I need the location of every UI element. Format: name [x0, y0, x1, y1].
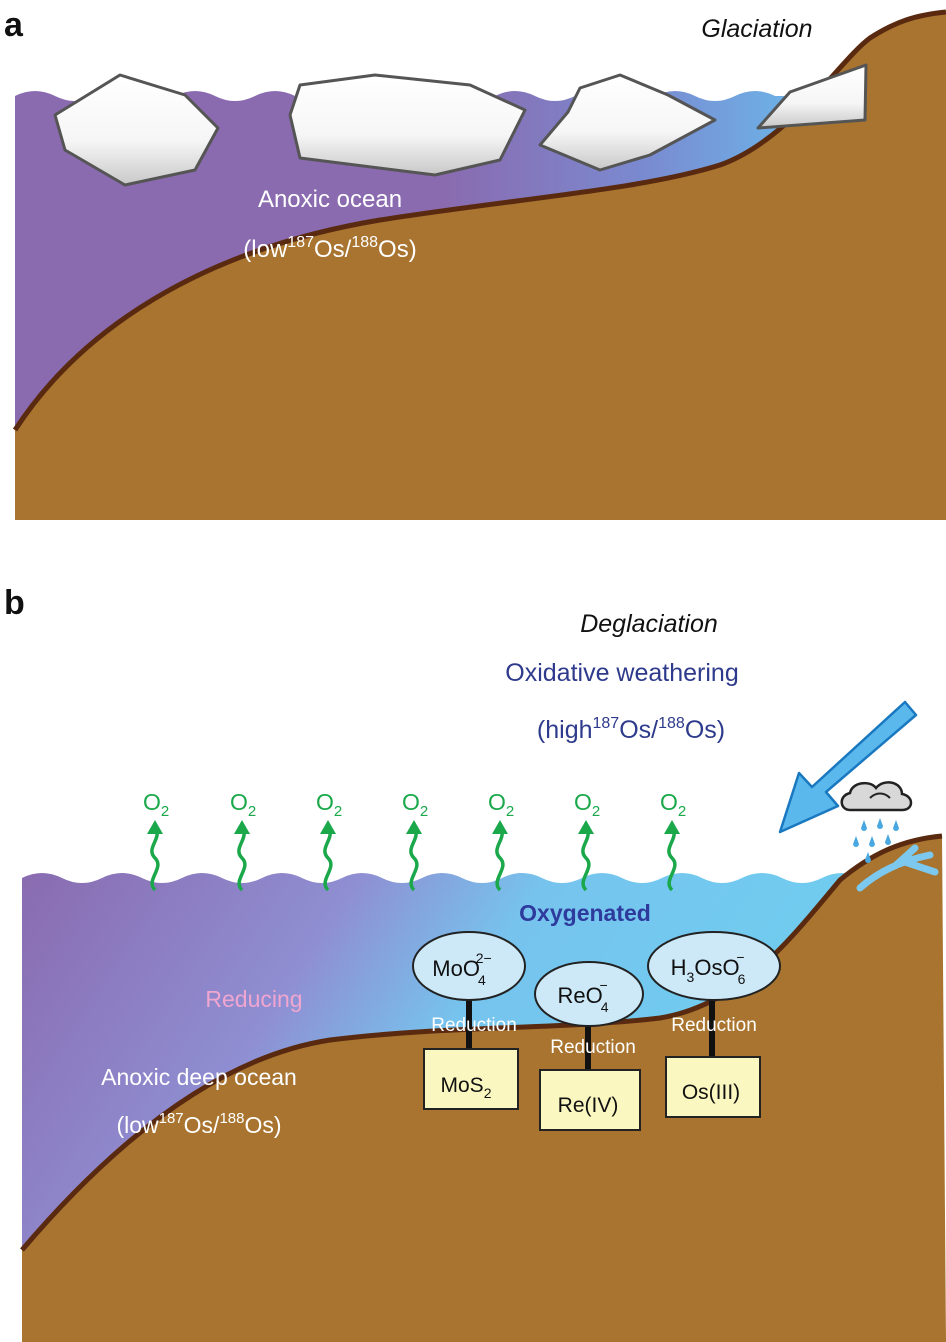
species-ellipse-reo4 [534, 961, 644, 1027]
oxygen-arrow: O2 [402, 789, 428, 892]
panel-a-title: Glaciation [701, 15, 812, 43]
oxygen-label: O2 [230, 789, 256, 820]
oxygen-arrow: O2 [230, 789, 256, 892]
sediment-a [15, 12, 946, 520]
species-molybdate: MoS2 MoO42− Reduction [412, 931, 526, 1110]
deep-ocean-label: Anoxic deep ocean [101, 1064, 297, 1090]
iceberg-3 [538, 73, 717, 172]
river-icon [856, 844, 939, 892]
low-os-ratio-b: (low187Os/188Os) [116, 1110, 281, 1138]
reduction-label-3: Reduction [671, 1015, 757, 1036]
high-os-ratio: (high187Os/188Os) [537, 715, 725, 744]
reduction-label-1: Reduction [431, 1015, 517, 1036]
oxygen-label: O2 [660, 789, 686, 820]
oxygen-arrow: O2 [316, 789, 342, 892]
iceberg-2 [288, 73, 527, 177]
oxygen-arrow: O2 [660, 789, 686, 892]
oxygenated-label: Oxygenated [519, 900, 651, 926]
sediment-edge-a [12, 9, 946, 432]
iceberg-1 [53, 73, 220, 187]
oxygen-arrow: O2 [488, 789, 514, 892]
product-mos2: MoS2 [441, 1074, 492, 1101]
panel-a: a Glaciation Anoxic ocean (low187Os/188O… [4, 6, 946, 520]
species-perrhenate: Re(IV) ReO4− Reduction [534, 961, 644, 1131]
species-reo4: ReO4− [557, 977, 608, 1015]
oxygen-label: O2 [143, 789, 169, 820]
weathering-label: Oxidative weathering [505, 659, 738, 687]
product-box-mos2 [423, 1048, 519, 1110]
rain-cloud-icon [840, 781, 913, 863]
species-ellipse-moo4 [412, 931, 526, 1001]
iceberg-4 [756, 63, 868, 130]
oxygen-arrows: O2 O2 O2 O2 O2 O2 O2 [143, 789, 686, 892]
species-moo4: MoO42− [432, 950, 491, 988]
panel-a-letter: a [4, 6, 24, 44]
reduction-label-2: Reduction [550, 1037, 636, 1058]
anoxic-ocean-label: Anoxic ocean [258, 186, 402, 213]
panel-b-title: Deglaciation [580, 610, 718, 638]
product-box-os3 [665, 1056, 761, 1118]
oxygen-label: O2 [488, 789, 514, 820]
oxygen-arrow: O2 [574, 789, 600, 892]
oxygen-label: O2 [316, 789, 342, 820]
product-re4: Re(IV) [558, 1094, 619, 1117]
low-os-ratio-a: (low187Os/188Os) [243, 234, 416, 263]
oxygen-arrow: O2 [143, 789, 169, 892]
product-os3: Os(III) [682, 1081, 740, 1104]
species-ellipse-h3oso6 [647, 931, 781, 1001]
panel-b-letter: b [4, 584, 25, 622]
oxygen-label: O2 [574, 789, 600, 820]
product-box-re4 [539, 1069, 641, 1131]
oxygen-label: O2 [402, 789, 428, 820]
species-osmate: Os(III) H3OsO6− Reduction [647, 931, 781, 1118]
weathering-arrow-icon [778, 700, 918, 834]
reducing-label: Reducing [205, 986, 302, 1012]
panel-b: O2 O2 O2 O2 O2 O2 O2 b Deglaciation Oxidative … [4, 584, 946, 1342]
species-h3oso6: H3OsO6− [671, 949, 746, 987]
